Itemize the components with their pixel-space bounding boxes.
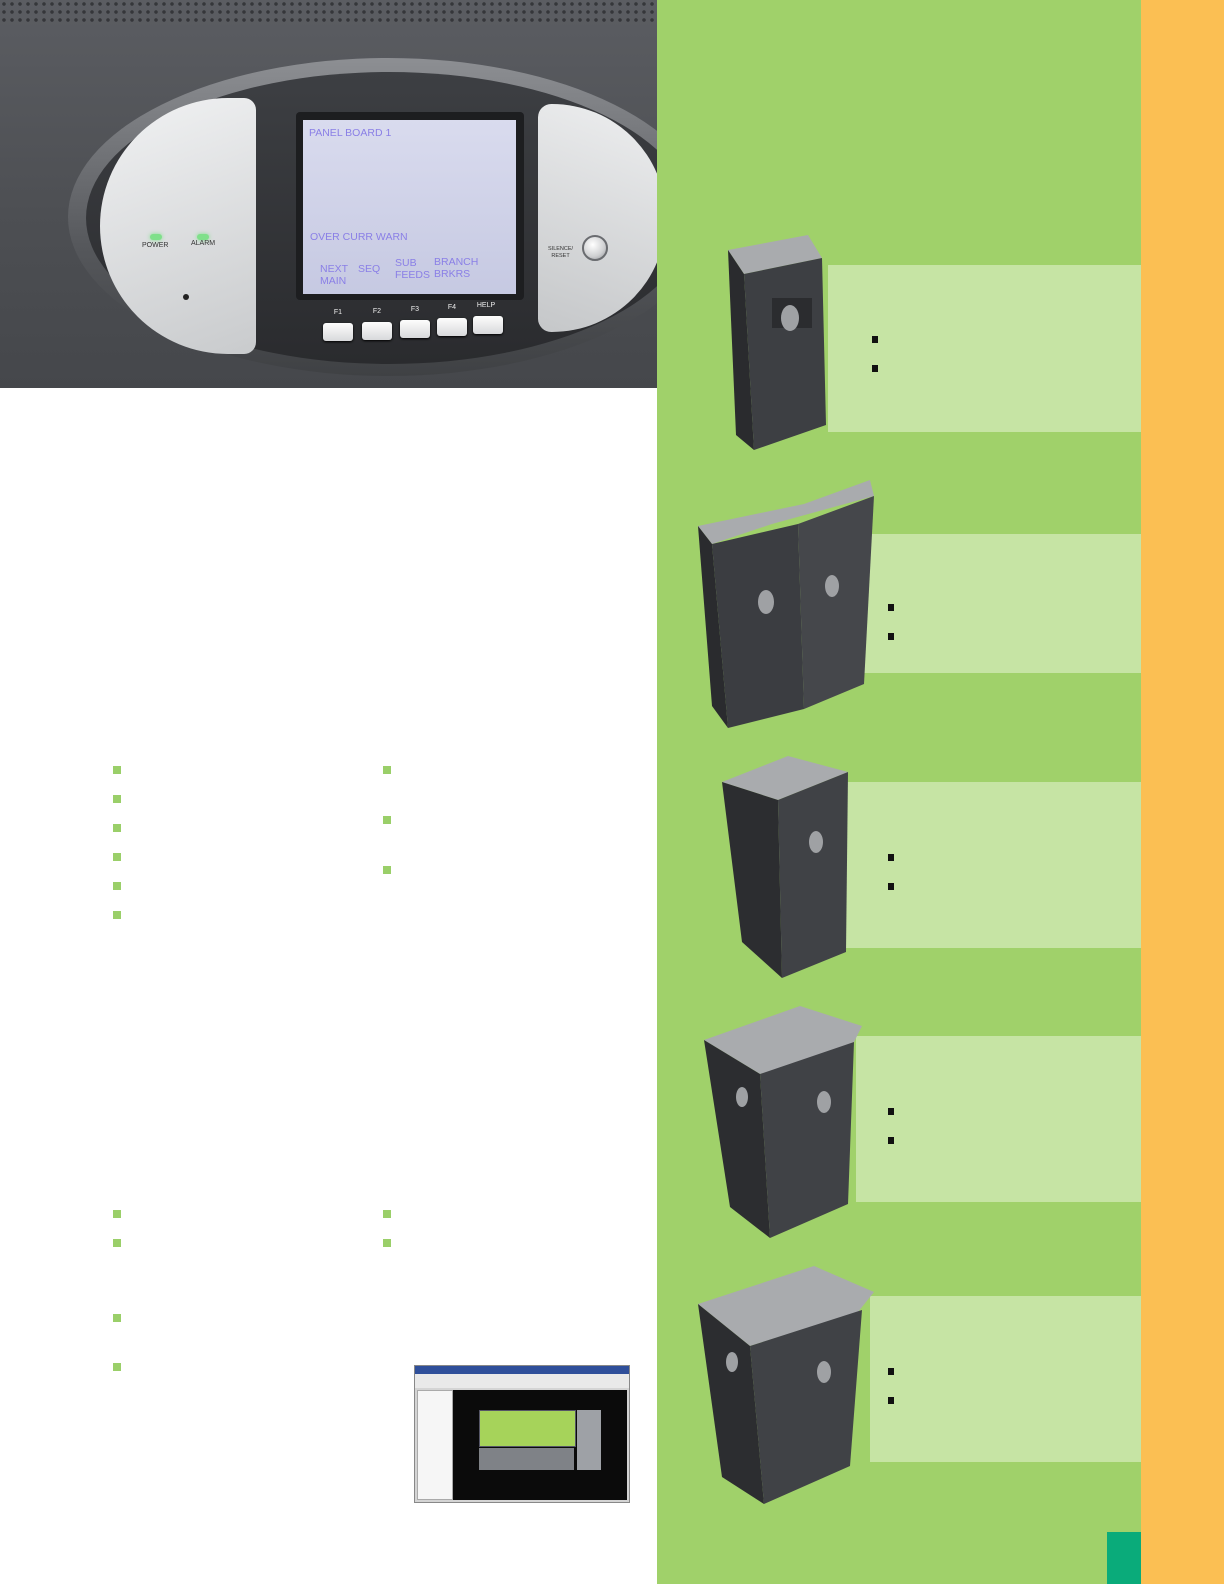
- softkey-label-3-line-1: SUB: [395, 257, 417, 269]
- f1-label: F1: [333, 309, 343, 316]
- screenshot-lcd: [479, 1410, 576, 1447]
- model-band-2: [860, 534, 1141, 673]
- f2-label: F2: [372, 308, 382, 315]
- screenshot-panel: [479, 1448, 574, 1470]
- perforated-grille: [0, 0, 664, 26]
- help-label: HELP: [476, 302, 496, 309]
- f4-label: F4: [447, 304, 457, 311]
- bullet-icon: [888, 604, 894, 611]
- help-button[interactable]: [473, 316, 503, 334]
- bullet-icon: [888, 854, 894, 861]
- bullet-icon: [113, 911, 121, 919]
- lcd-screen: PANEL BOARD 1 OVER CURR WARN NEXT MAIN S…: [303, 120, 516, 294]
- software-screenshot: [414, 1365, 630, 1503]
- screenshot-sidebar: [577, 1410, 601, 1470]
- cabinet-double-depth-image: [722, 756, 848, 978]
- model-band-1: [828, 265, 1141, 432]
- alarm-label: ALARM: [191, 240, 216, 247]
- bullet-icon: [872, 365, 878, 372]
- control-panel-photo: POWER ALARM SILENCE/ RESET PANEL BOARD 1…: [0, 0, 664, 388]
- softkey-label-1-line-2: MAIN: [320, 275, 347, 287]
- bullet-icon: [113, 795, 121, 803]
- bullet-icon: [888, 1137, 894, 1144]
- orange-edge-strip: [1141, 0, 1224, 1584]
- cabinet-double-image: [698, 480, 874, 728]
- softkey-label-2-line-2: SEQ: [358, 263, 381, 275]
- f3-label: F3: [410, 306, 420, 313]
- f1-button[interactable]: [323, 323, 353, 341]
- bullet-icon: [113, 1239, 121, 1247]
- bullet-icon: [888, 633, 894, 640]
- model-band-4: [856, 1036, 1141, 1202]
- power-led-icon: [150, 234, 162, 240]
- screenshot-toolbar: [415, 1374, 629, 1388]
- silence-reset-button[interactable]: [582, 235, 608, 261]
- bullet-icon: [113, 766, 121, 774]
- bullet-icon: [113, 824, 121, 832]
- bullet-icon: [888, 883, 894, 890]
- screen-title: PANEL BOARD 1: [309, 127, 392, 139]
- model-band-3: [842, 782, 1141, 948]
- page-marker: [1107, 1532, 1141, 1584]
- bullet-icon: [383, 816, 391, 824]
- bullet-icon: [888, 1397, 894, 1404]
- cabinet-single-image: [728, 235, 826, 450]
- bullet-icon: [113, 1363, 121, 1371]
- bullet-icon: [113, 853, 121, 861]
- f4-button[interactable]: [437, 318, 467, 336]
- cabinet-triple-image: [704, 1006, 862, 1238]
- softkey-label-1-line-1: NEXT: [320, 263, 349, 275]
- bullet-icon: [383, 866, 391, 874]
- bullet-icon: [383, 1239, 391, 1247]
- screenshot-tree: [417, 1390, 453, 1500]
- cabinet-quad-image: [698, 1266, 874, 1504]
- softkey-label-3: SUB FEEDS: [395, 257, 430, 281]
- alarm-led-icon: [197, 234, 209, 240]
- bullet-icon: [113, 882, 121, 890]
- pinhole-icon: [183, 294, 189, 300]
- softkey-label-4: BRANCH BRKRS: [434, 256, 478, 280]
- softkey-label-3-line-2: FEEDS: [395, 269, 431, 281]
- bullet-icon: [113, 1210, 121, 1218]
- model-band-5: [870, 1296, 1141, 1462]
- softkey-label-2: SEQ: [358, 263, 380, 275]
- power-label: POWER: [142, 242, 169, 249]
- reset-label-line-1: SILENCE/: [548, 246, 574, 252]
- f2-button[interactable]: [362, 322, 392, 340]
- screenshot-titlebar: [415, 1366, 629, 1374]
- bullet-icon: [888, 1368, 894, 1375]
- screen-status: OVER CURR WARN: [310, 231, 408, 243]
- softkey-label-1: NEXT MAIN: [320, 263, 348, 287]
- softkey-label-4-line-1: BRANCH: [434, 256, 479, 268]
- reset-label: SILENCE/ RESET: [548, 246, 573, 260]
- bullet-icon: [888, 1108, 894, 1115]
- bullet-icon: [872, 336, 878, 343]
- bullet-icon: [113, 1314, 121, 1322]
- bullet-icon: [383, 1210, 391, 1218]
- bullet-icon: [383, 766, 391, 774]
- screenshot-main: [453, 1390, 627, 1500]
- f3-button[interactable]: [400, 320, 430, 338]
- reset-label-line-2: RESET: [551, 253, 570, 259]
- softkey-label-4-line-2: BRKRS: [434, 268, 471, 280]
